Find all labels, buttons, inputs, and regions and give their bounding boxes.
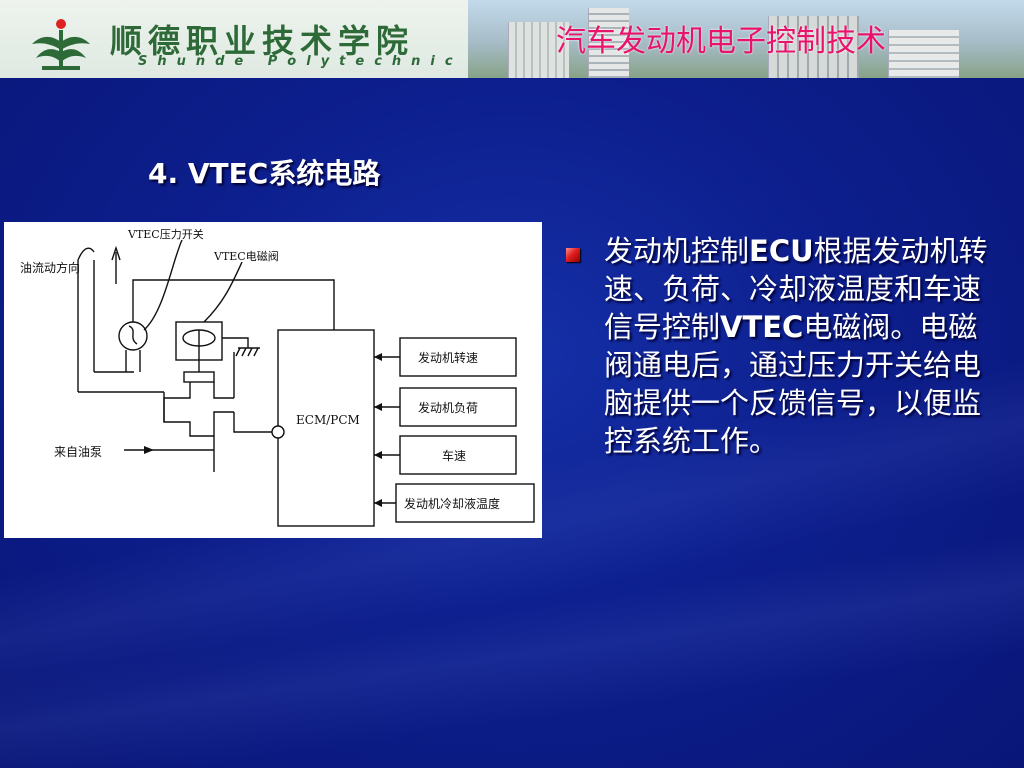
- pressure-switch-pointer: [143, 239, 183, 331]
- solenoid-pointer: [203, 261, 243, 323]
- label-from-oil-pump: 来自油泵: [54, 445, 102, 459]
- solenoid-ground-wire: [222, 337, 249, 348]
- flow-arrowhead: [111, 245, 121, 261]
- oil-outlet-curve: [77, 247, 95, 261]
- label-ecm: ECM/PCM: [296, 413, 360, 427]
- arrowhead: [374, 499, 382, 507]
- school-name-en: Shunde Polytechnic: [138, 54, 463, 69]
- spool-passage: [213, 382, 234, 399]
- solenoid-ecm-wire: [233, 412, 278, 433]
- label-oil-flow-direction: 油流动方向: [20, 260, 80, 275]
- bullet-text-part: 发动机控制: [604, 234, 750, 268]
- ground-hatch: [235, 347, 259, 357]
- ecm-box: [277, 329, 375, 527]
- label-coolant-temp: 发动机冷却液温度: [404, 496, 500, 511]
- arrowhead: [374, 451, 382, 459]
- school-logo: 顺德职业技术学院 Shunde Polytechnic: [6, 8, 466, 72]
- label-engine-load: 发动机负荷: [418, 400, 478, 415]
- spool-passage: [163, 382, 234, 437]
- school-name-cn: 顺德职业技术学院: [110, 22, 415, 60]
- arrowhead: [374, 353, 382, 361]
- bullet-text-ecu: ECU: [749, 234, 814, 268]
- ecm-terminal-symbol: [271, 425, 285, 439]
- label-engine-speed: 发动机转速: [418, 350, 478, 365]
- spool-valve-top: [183, 371, 215, 383]
- circuit-diagram-svg: VTEC压力开关 VTEC电磁阀 油流动方向 来自油泵 ECM/PCM 发动机转…: [20, 227, 535, 527]
- arrowhead: [374, 403, 382, 411]
- label-pressure-switch: VTEC压力开关: [127, 227, 204, 241]
- bullet-text: 发动机控制ECU根据发动机转速、负荷、冷却液温度和车速信号控制VTEC电磁阀。电…: [604, 232, 1002, 460]
- label-vehicle-speed: 车速: [442, 448, 466, 463]
- vtec-circuit-diagram: VTEC压力开关 VTEC电磁阀 油流动方向 来自油泵 ECM/PCM 发动机转…: [4, 222, 542, 538]
- header-banner: 顺德职业技术学院 Shunde Polytechnic 汽车发动机电子控制技术: [0, 0, 1024, 78]
- label-solenoid-valve: VTEC电磁阀: [213, 249, 279, 263]
- pressure-switch-wire: [132, 279, 335, 330]
- bullet-text-part: 电磁阀。电磁阀通电后，通过压力开关给电脑提供一个反馈信号，以便监控系统工作。: [604, 310, 982, 458]
- bullet-text-vtec: VTEC: [720, 310, 804, 344]
- campus-photo: [468, 0, 1024, 78]
- bullet-square-icon: [566, 248, 580, 262]
- slide-title: 4. VTEC系统电路: [148, 157, 381, 190]
- bullet-text-part: 根据发动机转速、负荷、冷却液温度和车速信号控制: [604, 234, 988, 344]
- school-emblem-icon: [32, 19, 90, 70]
- arrowhead: [144, 446, 154, 454]
- pressure-switch-coil: [128, 325, 138, 345]
- course-title: 汽车发动机电子控制技术: [556, 24, 886, 59]
